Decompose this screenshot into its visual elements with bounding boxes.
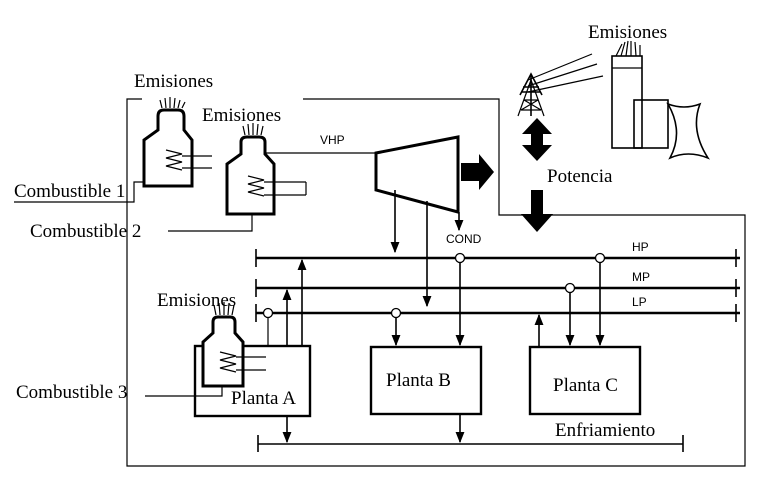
plant-a-label: Planta A — [231, 388, 296, 409]
fuel-1-label: Combustible 1 — [14, 181, 125, 202]
plant-b-label: Planta B — [386, 370, 451, 391]
boiler-icon — [201, 302, 266, 388]
site-boundary — [126, 98, 746, 467]
turbine-icon — [374, 135, 460, 214]
boiler-icon — [225, 123, 307, 216]
hp-label: HP — [632, 240, 649, 254]
cooling-header: Enfriamiento — [257, 420, 684, 452]
powerplant-emissions-label: Emisiones — [588, 22, 667, 43]
boiler-3-emissions-label: Emisiones — [157, 290, 236, 311]
boiler-2-emissions-label: Emisiones — [202, 105, 281, 126]
power-plant-icon: Emisiones — [588, 22, 711, 160]
steam-headers: HP MP LP — [255, 240, 740, 322]
transmission-tower-icon — [517, 53, 604, 117]
plant-c: Planta C — [528, 345, 642, 416]
fuel-3-label: Combustible 3 — [16, 382, 127, 403]
turbine: COND — [374, 135, 494, 308]
power-output-arrow — [461, 154, 494, 190]
vhp-label: VHP — [320, 133, 345, 147]
cond-label: COND — [446, 232, 482, 246]
mp-label: MP — [632, 270, 650, 284]
lp-label: LP — [632, 295, 647, 309]
boiler-2: Emisiones Combustible 2 — [30, 105, 307, 242]
power-down-arrow — [521, 190, 553, 232]
boiler-icon — [142, 97, 212, 188]
cooling-label: Enfriamiento — [555, 420, 655, 441]
power-up-down-arrow — [522, 118, 552, 161]
plant-a: Planta A Emisiones Combustible 3 — [16, 290, 312, 418]
plant-b: Planta B — [369, 345, 483, 416]
plant-c-label: Planta C — [553, 375, 618, 396]
flow-connections — [262, 252, 606, 444]
potencia-label: Potencia — [547, 166, 613, 187]
boiler-1-emissions-label: Emisiones — [134, 71, 213, 92]
power-arrows: Potencia — [521, 118, 613, 232]
vhp-line: VHP — [265, 133, 376, 154]
boiler-1: Emisiones Combustible 1 — [14, 71, 213, 203]
fuel-2-label: Combustible 2 — [30, 221, 141, 242]
